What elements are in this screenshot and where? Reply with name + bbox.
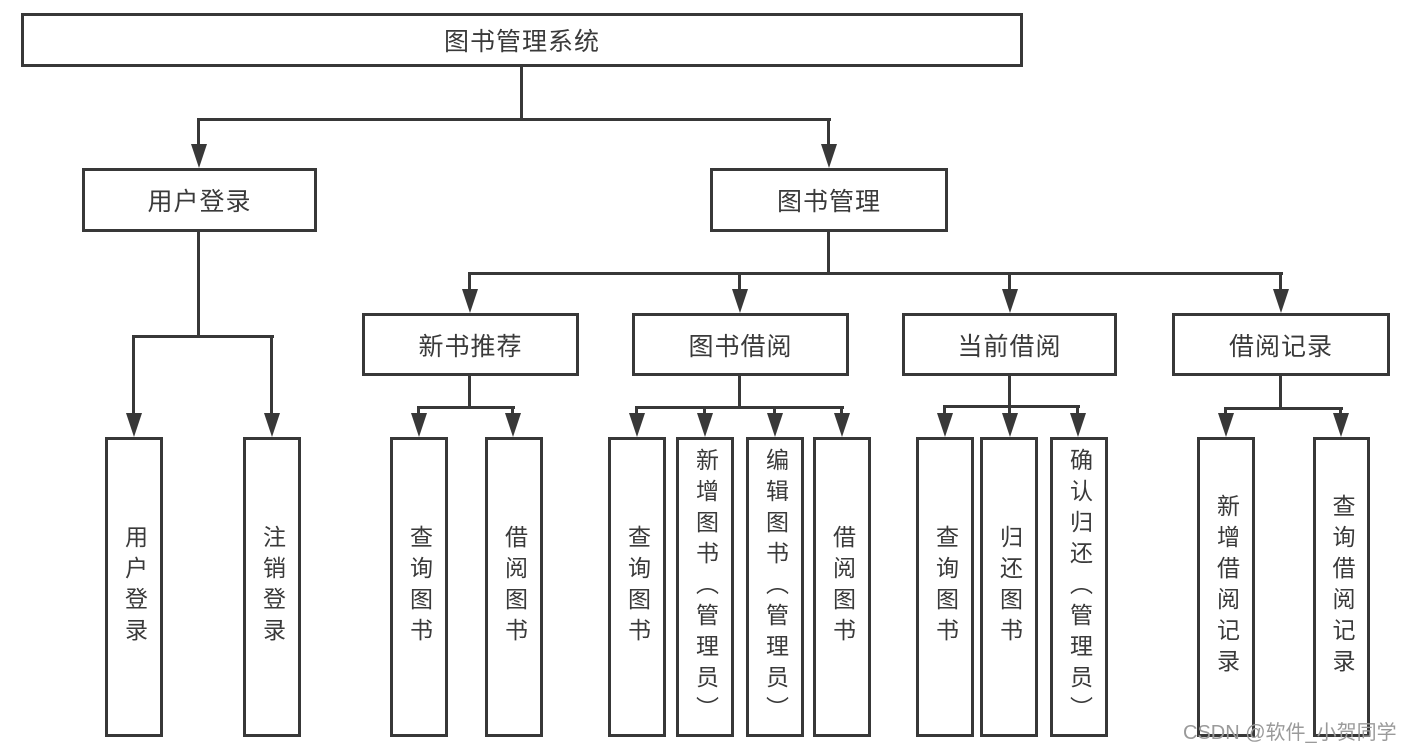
arrow-to-leaf-logout: [263, 335, 280, 437]
leaf-bb-borrow-books-label: 借阅图书: [829, 525, 856, 649]
connector-book-mgmt-trunk: [827, 232, 830, 272]
node-user-login-label: 用户登录: [147, 188, 252, 216]
leaf-br-query-record-label: 查询借阅记录: [1329, 494, 1355, 680]
node-new-book-rec-label: 新书推荐: [418, 332, 523, 361]
arrow-to-leaf-bb-query: [628, 406, 645, 437]
leaf-cb-query-books-label: 查询图书: [932, 525, 959, 649]
node-user-login: 用户登录: [82, 168, 317, 232]
leaf-user-login-label: 用户登录: [121, 525, 148, 649]
arrow-to-new-book-rec: [461, 272, 478, 313]
node-book-borrow-label: 图书借阅: [688, 332, 793, 361]
arrow-to-leaf-br-add: [1217, 407, 1234, 437]
connector-user-login-trunk: [197, 232, 200, 335]
arrow-to-leaf-rec-borrow: [504, 406, 521, 437]
leaf-cb-return-books-label: 归还图书: [996, 525, 1023, 649]
arrow-to-borrow-records: [1272, 272, 1289, 313]
node-book-mgmt-label: 图书管理: [776, 188, 881, 216]
leaf-bb-add-books: 新增图书（管理员）: [676, 437, 734, 737]
connector-root-trunk: [520, 66, 523, 118]
leaf-br-add-record: 新增借阅记录: [1197, 437, 1255, 737]
connector-new-book-rec-bar: [417, 406, 515, 409]
node-borrow-records: 借阅记录: [1172, 313, 1390, 376]
arrow-to-leaf-rec-query: [410, 406, 427, 437]
leaf-bb-edit-books: 编辑图书（管理员）: [746, 437, 804, 737]
leaf-rec-borrow-books-label: 借阅图书: [501, 525, 528, 649]
leaf-logout-label: 注销登录: [259, 525, 286, 649]
connector-borrow-records-trunk: [1279, 376, 1282, 407]
node-book-mgmt: 图书管理: [710, 168, 948, 232]
arrow-to-leaf-cb-return: [1001, 405, 1018, 437]
leaf-bb-query-books-label: 查询图书: [624, 525, 651, 649]
arrow-to-user-login: [190, 118, 207, 168]
connector-borrow-records-bar: [1224, 407, 1343, 410]
leaf-cb-confirm-return: 确认归还（管理员）: [1050, 437, 1108, 737]
node-current-borrow-label: 当前借阅: [957, 332, 1062, 361]
leaf-bb-edit-books-label: 编辑图书（管理员）: [762, 447, 789, 727]
leaf-cb-confirm-return-label: 确认归还（管理员）: [1066, 447, 1093, 727]
node-root: 图书管理系统: [21, 13, 1023, 67]
node-new-book-rec: 新书推荐: [362, 313, 579, 376]
leaf-rec-borrow-books: 借阅图书: [485, 437, 543, 737]
arrow-to-leaf-user-login: [125, 335, 142, 437]
arrow-to-leaf-br-query: [1332, 407, 1349, 437]
connector-new-book-rec-trunk: [468, 376, 471, 406]
arrow-to-book-borrow: [731, 272, 748, 313]
leaf-cb-return-books: 归还图书: [980, 437, 1038, 737]
arrow-to-leaf-cb-query: [936, 405, 953, 437]
leaf-bb-query-books: 查询图书: [608, 437, 666, 737]
connector-current-borrow-trunk: [1008, 376, 1011, 405]
leaf-bb-add-books-label: 新增图书（管理员）: [692, 447, 719, 727]
csdn-watermark: CSDN @软件_小贺同学: [1183, 722, 1397, 744]
arrow-to-current-borrow: [1001, 272, 1018, 313]
connector-book-borrow-bar: [635, 406, 844, 409]
node-current-borrow: 当前借阅: [902, 313, 1117, 376]
arrow-to-leaf-bb-borrow: [833, 406, 850, 437]
node-root-label: 图书管理系统: [443, 28, 600, 56]
arrow-to-book-mgmt: [820, 118, 837, 168]
connector-book-mgmt-bar: [468, 272, 1283, 275]
leaf-br-query-record: 查询借阅记录: [1313, 437, 1370, 737]
arrow-to-leaf-bb-edit: [766, 406, 783, 437]
connector-current-borrow-bar: [943, 405, 1080, 408]
leaf-cb-query-books: 查询图书: [916, 437, 974, 737]
node-borrow-records-label: 借阅记录: [1228, 332, 1333, 361]
connector-book-borrow-trunk: [738, 376, 741, 406]
connector-user-login-bar: [132, 335, 274, 338]
leaf-rec-query-books-label: 查询图书: [406, 525, 433, 649]
connector-root-bar: [197, 118, 831, 121]
leaf-user-login: 用户登录: [105, 437, 163, 737]
node-book-borrow: 图书借阅: [632, 313, 849, 376]
arrow-to-leaf-bb-add: [696, 406, 713, 437]
leaf-logout: 注销登录: [243, 437, 301, 737]
leaf-bb-borrow-books: 借阅图书: [813, 437, 871, 737]
arrow-to-leaf-cb-confirm: [1069, 405, 1086, 437]
leaf-rec-query-books: 查询图书: [390, 437, 448, 737]
leaf-br-add-record-label: 新增借阅记录: [1213, 494, 1240, 680]
